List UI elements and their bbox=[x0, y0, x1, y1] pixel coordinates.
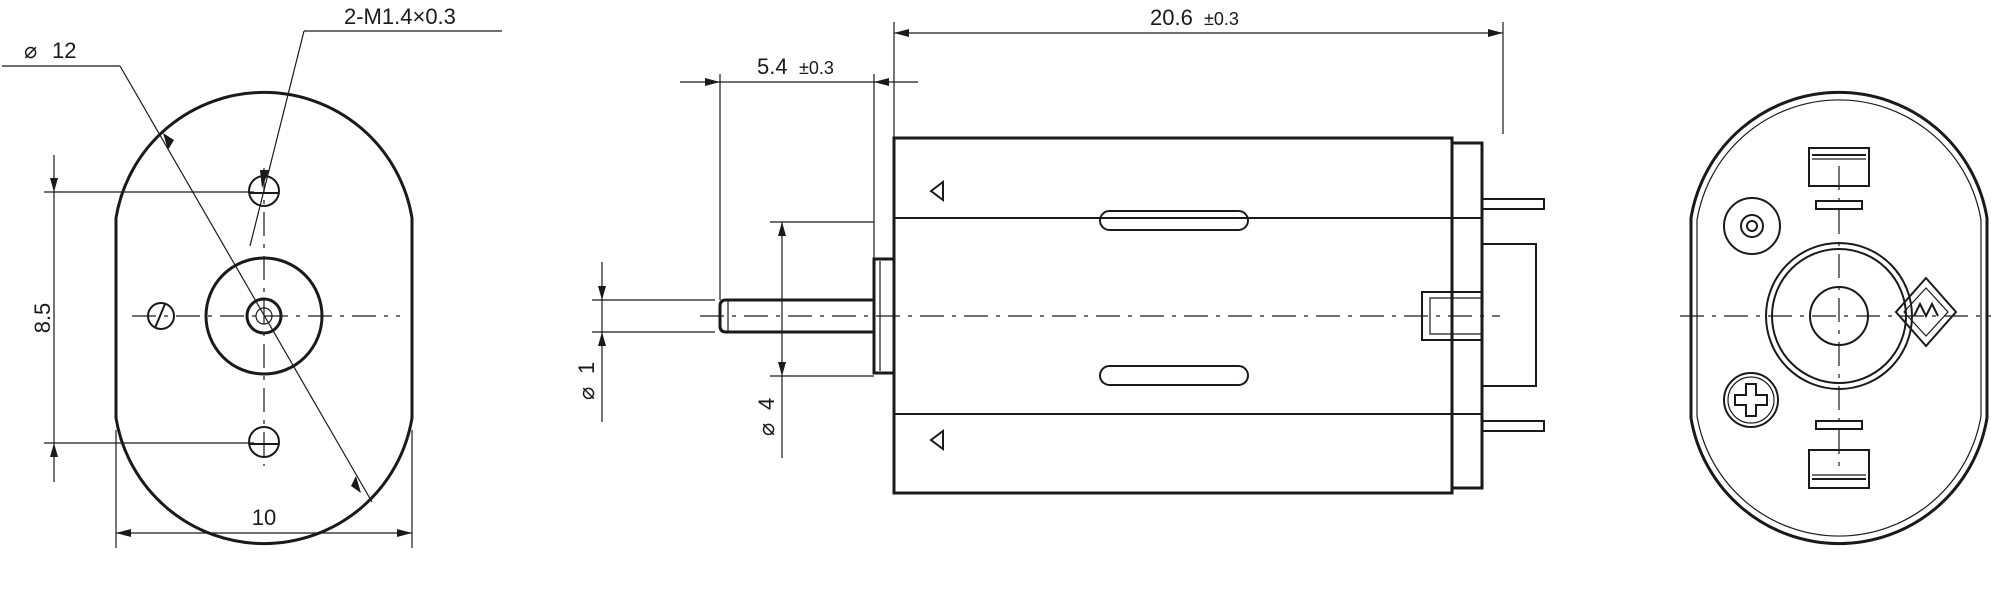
label-diameter-symbol: ⌀ bbox=[24, 38, 37, 63]
rear-logo-diamond bbox=[1894, 276, 1958, 348]
dim-d4-arrow-bottom bbox=[778, 362, 786, 376]
side-brush-housing bbox=[1482, 243, 1537, 387]
label-shaft-length: 5.4 bbox=[757, 54, 788, 79]
rear-view bbox=[1680, 90, 1991, 546]
rear-housing-inner bbox=[1771, 248, 1907, 384]
rear-pin-top bbox=[1815, 200, 1863, 210]
rear-rivet-outer bbox=[1723, 197, 1781, 255]
label-body-length: 20.6 bbox=[1150, 5, 1193, 30]
rear-rivet-ring bbox=[1740, 214, 1764, 238]
thread-arrow bbox=[260, 170, 269, 188]
side-mark-triangle-top bbox=[929, 180, 944, 202]
front-marking-circle bbox=[147, 302, 175, 330]
side-terminal-top bbox=[1481, 198, 1545, 210]
label-thread: 2-M1.4×0.3 bbox=[344, 4, 456, 29]
rear-body-outline-inner bbox=[1696, 99, 1982, 537]
rear-positive-mark-inner bbox=[1727, 376, 1775, 424]
front-body-outline bbox=[114, 90, 414, 546]
diameter-arrow-top bbox=[163, 133, 174, 150]
dim-d1-arrow-top bbox=[598, 286, 606, 300]
rear-terminal-top bbox=[1808, 147, 1870, 187]
dim-85-arrow-bottom bbox=[50, 443, 58, 457]
dim-d4-arrow-top bbox=[778, 222, 786, 236]
rear-bearing bbox=[1809, 286, 1869, 346]
label-body-length-tol: ±0.3 bbox=[1204, 9, 1239, 29]
side-slot-top bbox=[1099, 210, 1249, 231]
thread-leader-diag bbox=[249, 30, 305, 247]
side-end-notch-inner bbox=[1429, 297, 1482, 335]
dim-206-arrow-left bbox=[894, 29, 909, 37]
rear-logo-mark bbox=[1913, 301, 1939, 319]
side-mark-triangle-bottom bbox=[929, 429, 944, 451]
rear-housing-outer bbox=[1765, 242, 1913, 390]
side-terminal-bottom bbox=[1481, 420, 1545, 432]
label-height-holes: 8.5 bbox=[30, 303, 55, 334]
diameter-leader-diag bbox=[119, 65, 373, 503]
label-width: 10 bbox=[252, 505, 276, 530]
label-shaft-length-tol: ±0.3 bbox=[799, 58, 834, 78]
dim-d1-arrow-bottom bbox=[598, 332, 606, 346]
rear-logo-diamond-inner bbox=[1903, 287, 1949, 337]
dim-10-arrow-left bbox=[116, 529, 131, 537]
label-shaft-dia-symbol: ⌀ bbox=[574, 387, 599, 400]
diameter-arrow-bottom bbox=[351, 476, 361, 493]
plus-icon bbox=[1734, 383, 1768, 417]
dim-54-arrow-left bbox=[705, 78, 720, 86]
rear-positive-mark bbox=[1723, 372, 1779, 428]
rear-rivet-dot bbox=[1746, 220, 1758, 232]
dim-54-arrow-right bbox=[874, 78, 889, 86]
rear-pin-bottom bbox=[1815, 420, 1863, 430]
label-diameter-outer: 12 bbox=[52, 38, 76, 63]
front-screw-hole-bottom bbox=[248, 426, 280, 458]
front-view: 2-M1.4×0.3 ⌀ 12 8.5 10 bbox=[2, 4, 502, 548]
label-shaft-dia: 1 bbox=[574, 362, 599, 374]
side-slot-bottom bbox=[1099, 365, 1249, 386]
front-boss-outer bbox=[204, 256, 324, 376]
dim-206-arrow-right bbox=[1488, 29, 1503, 37]
side-view: 5.4 ±0.3 20.6 ±0.3 ⌀ 1 ⌀ 4 bbox=[574, 5, 1545, 495]
front-shaft bbox=[255, 307, 273, 325]
front-boss-inner bbox=[245, 297, 283, 335]
front-marking-line bbox=[154, 303, 166, 329]
rear-body-outline bbox=[1689, 90, 1989, 546]
label-boss-dia: 4 bbox=[754, 398, 779, 410]
rear-terminal-bottom bbox=[1808, 449, 1870, 489]
label-boss-dia-symbol: ⌀ bbox=[754, 423, 779, 436]
dim-10-arrow-right bbox=[397, 529, 412, 537]
dim-85-arrow-top bbox=[50, 178, 58, 192]
